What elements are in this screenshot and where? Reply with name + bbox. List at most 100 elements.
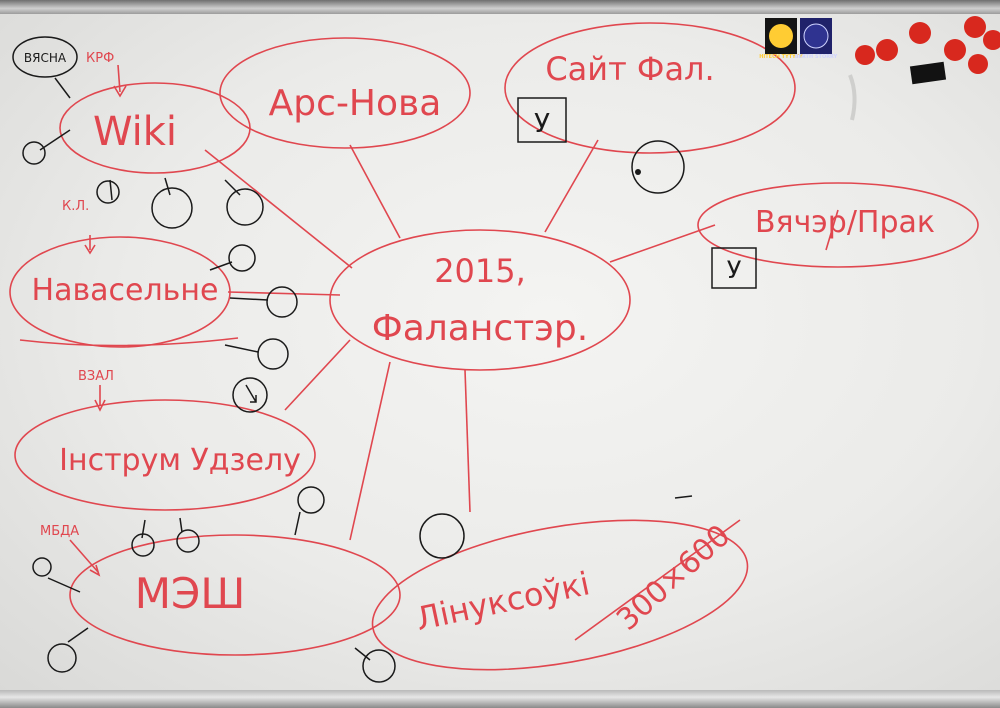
vzal-arrowhead: [94, 399, 106, 412]
instrum-ellipse: [14, 399, 316, 511]
sticker-left-text: HITECH TYTYTY: [759, 54, 803, 60]
circle-navasel-1: [228, 244, 256, 272]
magnet-3: [909, 22, 931, 44]
krf-arrowhead: [113, 85, 127, 98]
circle-navasel-3: [257, 338, 289, 370]
kl-arrowhead: [84, 244, 96, 255]
sticker-group: HITECH TYTYTY BERTH STORRY: [759, 18, 838, 60]
circle-linux: [419, 513, 465, 559]
circle-arrow-mark: [245, 384, 257, 403]
circle-mesh-left: [32, 557, 52, 577]
circle-mesh-bottom: [47, 643, 77, 673]
node-ellipses: [9, 22, 979, 671]
checkbox-evening: [711, 247, 757, 289]
evening-ellipse: [697, 182, 979, 268]
black-marks: [12, 36, 757, 683]
dash-mark: [674, 495, 693, 499]
center-line1: 2015,: [434, 252, 526, 290]
vyasna-line: [54, 77, 71, 99]
navasel-label: Навасельне: [32, 273, 219, 308]
vyasna-label: ВЯСНА: [24, 51, 67, 65]
circle-site: [631, 140, 685, 194]
stem-3: [164, 177, 171, 196]
whiteboard-surface: [0, 12, 1000, 692]
magnet-5: [964, 16, 986, 38]
stem-7: [224, 344, 259, 353]
connector-lines: [19, 64, 839, 641]
center-ellipse: [329, 229, 631, 371]
evening-label: Вячэр/Прак: [755, 205, 935, 240]
connector-arc: [349, 144, 401, 239]
connector-mesh: [349, 361, 391, 541]
stem-1: [39, 129, 71, 151]
circle-wiki-3: [226, 188, 264, 226]
mbda-arrowhead: [89, 564, 101, 577]
magnet-2: [876, 39, 898, 61]
checkbox-evening-mark: У: [727, 256, 742, 284]
connector-mbda-arrow: [69, 539, 99, 573]
circle-instrum: [297, 486, 325, 514]
stem-6: [229, 297, 269, 301]
slash-size: [574, 519, 741, 641]
circle-wiki-left: [22, 141, 46, 165]
slash-evening: [825, 209, 839, 251]
checkbox-site: [517, 97, 567, 143]
site-label: Сайт Фал.: [545, 50, 714, 88]
vyasna-ellipse: [12, 36, 78, 78]
stem-2: [109, 179, 113, 201]
circle-mesh-right: [362, 649, 396, 683]
stem-11: [47, 577, 81, 593]
wiki-label: Wiki: [93, 109, 177, 155]
connector-instrum: [284, 339, 351, 411]
circle-mesh-2: [176, 529, 200, 553]
smudge: [848, 74, 857, 121]
underline-navasel: [19, 337, 239, 347]
whiteboard-tray: [0, 690, 1000, 708]
magnets: [855, 16, 1000, 74]
circle-wiki-2: [151, 187, 193, 229]
checkbox-site-mark: У: [534, 109, 550, 139]
circle-wiki-1: [96, 180, 120, 204]
size-label: 300×600: [610, 518, 737, 637]
stem-13: [354, 647, 371, 661]
whiteboard-frame-top: [0, 0, 1000, 14]
sticker-left-badge: [769, 24, 793, 48]
circle-mesh-1: [131, 533, 155, 557]
stem-12: [67, 627, 89, 643]
mbda-label: МБДА: [40, 524, 79, 539]
connector-site: [544, 139, 599, 233]
stem-4: [224, 179, 241, 196]
circle-with-arrow: [232, 377, 268, 413]
connector-wiki: [204, 149, 353, 269]
site-ellipse: [504, 22, 796, 154]
linux-ellipse: [371, 519, 749, 671]
instrum-label: Інструм Удзелу: [59, 443, 301, 478]
stem-8: [294, 511, 301, 536]
circle-site-dot: [635, 169, 641, 175]
stem-10: [179, 517, 183, 533]
vzal-label: ВЗАЛ: [78, 369, 114, 384]
magnet-4: [944, 39, 966, 61]
arc-label: Арс-Нова: [269, 83, 442, 124]
connector-linux: [464, 369, 471, 513]
circle-navasel-2: [266, 286, 298, 318]
connector-navasel: [227, 291, 341, 296]
magnet-7: [968, 54, 988, 74]
center-line2: Фаланстэр.: [372, 308, 588, 349]
mesh-label: МЭШ: [135, 569, 245, 618]
stem-9: [141, 519, 146, 539]
magnet-1: [855, 45, 875, 65]
black-magnet-strip: [909, 61, 947, 85]
kl-label: К.Л.: [62, 199, 89, 214]
sticker-right-badge: [803, 23, 829, 49]
linux-label: Лінуксоўкі: [412, 564, 593, 638]
stem-5: [209, 261, 233, 271]
magnet-6: [983, 30, 1000, 50]
sticker-right-text: BERTH STORRY: [795, 54, 838, 60]
krf-label: КРФ: [86, 51, 114, 66]
arc-ellipse: [219, 37, 471, 149]
connector-evening: [609, 224, 716, 263]
navasel-ellipse: [9, 236, 231, 348]
